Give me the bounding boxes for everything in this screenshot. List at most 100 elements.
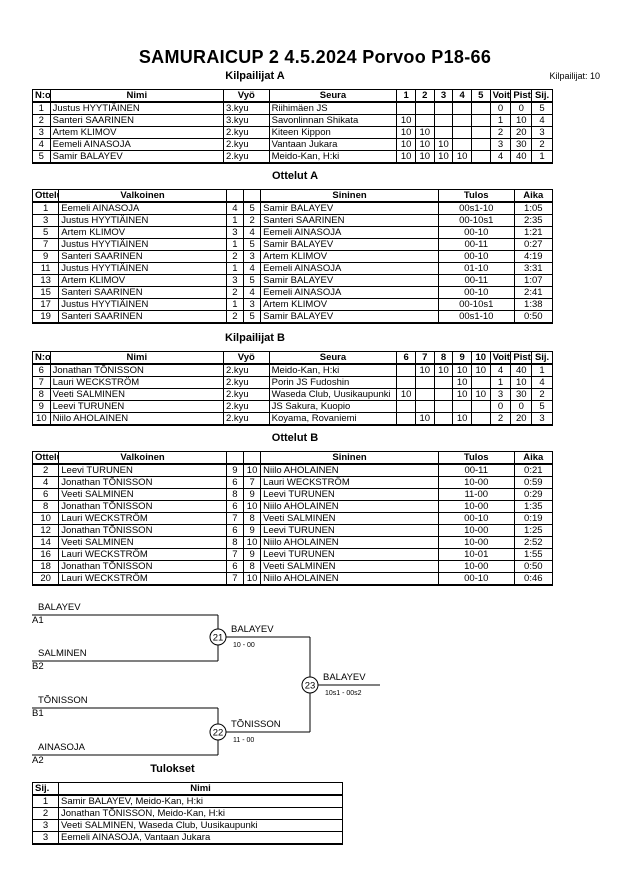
match-21-score: 10 - 00 [233,642,255,649]
matches-a-cell: 4 [243,262,262,275]
matches-a-header-row: OtteluValkoinenSininenTulosAika [31,189,554,203]
pool-a-header-cell: Voit. [489,89,512,103]
matches-b-cell: Lauri WECKSTRÖM [260,476,439,489]
pool-b-cell: 10 [452,412,472,426]
matches-b-cell: 9 [243,524,262,537]
matches-b-cell: 7 [225,572,245,586]
matches-a-cell: 3 [225,226,245,239]
pool-b-cell: 7 [32,376,51,389]
match-23-score: 10s1 - 00s2 [325,690,362,697]
bracket-b1-name: TÕNISSON [38,695,88,706]
matches-b-cell: Leevi TURUNEN [260,488,439,501]
matches-a-cell: Samir BALAYEV [260,238,439,251]
match-21-winner: BALAYEV [231,624,274,635]
matches-a-cell: Santeri SAARINEN [58,286,227,299]
pool-a-header-cell: Seura [268,89,398,103]
pool-a-cell: Samir BALAYEV [49,150,224,164]
pool-a-cell [414,114,435,127]
matches-b-cell: 10 [243,500,262,513]
pool-b-cell: 1 [531,363,553,377]
matches-a-cell: 5 [243,201,262,215]
matches-b-header-cell: Sininen [260,451,439,465]
pool-a-header-cell: 1 [396,89,416,103]
match-22-circle [209,723,227,741]
results-header-cell: Sij. [32,782,59,796]
pool-b-cell: 10 [414,363,435,377]
matches-b-cell: Leevi TURUNEN [260,524,439,537]
matches-b-cell: 8 [225,488,245,501]
match-21-number: 21 [213,633,224,644]
matches-a-cell: 00-11 [437,238,515,251]
matches-a-header-cell: Tulos [437,189,515,203]
matches-a-cell: 1 [225,214,245,227]
matches-b-header-cell [225,451,244,465]
matches-a-cell: 4:19 [513,250,554,263]
pool-a-cell [452,101,472,115]
matches-a-header-cell [243,189,262,203]
results-cell: 2 [32,807,59,820]
pool-b-cell: 2.kyu [222,412,270,426]
pool-b-cell: 20 [510,412,533,426]
matches-a-cell: 01-10 [437,262,515,275]
pool-a-cell [452,138,472,151]
matches-b-cell: 0:50 [513,560,554,573]
pool-a-header-cell: 5 [470,89,491,103]
pool-b-cell: Lauri WECKSTRÖM [49,376,224,389]
match-23-number: 23 [305,681,316,692]
matches-a-cell: Santeri SAARINEN [58,250,227,263]
matches-a-cell: 1:38 [513,298,554,311]
pool-a-cell: 10 [396,150,416,164]
pool-a-header-cell: Nimi [49,89,224,103]
pool-b-cell: 10 [470,363,491,377]
matches-b-cell: Lauri WECKSTRÖM [58,512,227,525]
matches-a-cell: 1 [225,238,245,251]
pool-a-header-cell: Vyö [222,89,270,103]
pool-a-cell: 40 [510,150,533,164]
matches-a-cell: 5 [243,274,262,287]
matches-b-cell: 7 [225,548,245,561]
matches-a-cell: Eemeli AINASOJA [260,286,439,299]
pool-b-cell [414,376,435,389]
page-title: SAMURAICUP 2 4.5.2024 Porvoo P18-66 [138,47,492,67]
matches-b-cell: Jonathan TÕNISSON [58,476,227,489]
pool-b-cell: Niilo AHOLAINEN [49,412,224,426]
pool-b-cell [470,400,491,413]
matches-a-cell: 3 [243,298,262,311]
pool-a-cell [433,101,454,115]
matches-a-cell: 00-10s1 [437,214,515,227]
pool-a-cell: 3 [531,126,553,139]
pool-b-cell [433,388,454,401]
pool-b-cell: Meido-Kan, H:ki [268,363,398,377]
pool-a-cell: 3 [489,138,512,151]
pool-a-cell: 10 [414,126,435,139]
matches-a-cell: 1 [225,298,245,311]
matches-b-table: OtteluValkoinenSininenTulosAika2Leevi TU… [31,451,554,586]
matches-a-cell: Eemeli AINASOJA [58,201,227,215]
pool-b-cell: 3 [531,412,553,426]
pool-b-header-cell: 8 [433,351,454,365]
pool-a-header-cell: 2 [414,89,435,103]
matches-b-cell: 10 [243,572,262,586]
matches-a-cell: Samir BALAYEV [260,274,439,287]
pool-a-header-cell: Sij. [531,89,553,103]
results-header-cell: Nimi [58,782,343,796]
matches-a-cell: 1:21 [513,226,554,239]
matches-b-cell: 10-00 [437,524,515,537]
matches-a-cell: 3 [225,274,245,287]
pool-a-cell: Riihimäen JS [268,101,398,115]
matches-b-header-cell: Ottelu [31,451,60,465]
match-22-score: 11 - 00 [233,737,254,744]
pool-b-cell: Veeti SALMINEN [49,388,224,401]
matches-a-cell: Eemeli AINASOJA [260,226,439,239]
matches-b-cell: 1:35 [513,500,554,513]
pool-a-cell: 10 [414,150,435,164]
matches-a-cell: Justus HYYTIÄINEN [58,262,227,275]
